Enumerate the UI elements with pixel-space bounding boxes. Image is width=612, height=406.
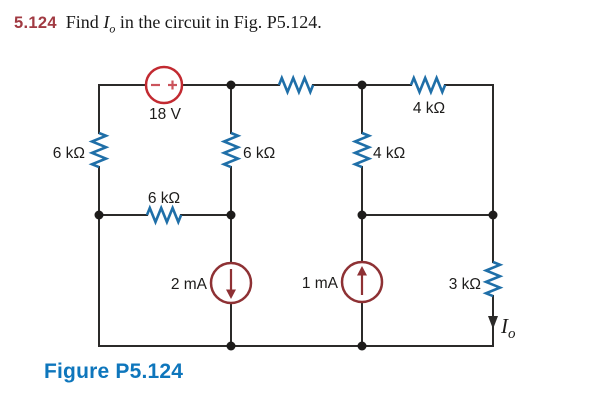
voltage-source-polarity-icon [151, 80, 177, 90]
resistor-4k-top-zigzag [409, 74, 447, 96]
figure-caption: Figure P5.124 [44, 360, 184, 383]
resistor-6k-mid-zigzag [220, 131, 242, 169]
resistor-4k-top-label: 4 kΩ [413, 100, 445, 117]
current-symbol: I [103, 12, 110, 32]
current-source-2ma [209, 261, 253, 305]
resistor-6k-left-label: 6 kΩ [53, 145, 85, 162]
resistor-3k-label: 3 kΩ [449, 276, 481, 293]
output-current-arrow-icon [488, 316, 498, 329]
current-source-1ma [340, 260, 384, 304]
resistor-4k-mid-label: 4 kΩ [373, 145, 405, 162]
output-current-label: Io [500, 314, 516, 342]
resistor-6k-horizontal-zigzag [145, 204, 183, 226]
node-dots [94, 80, 498, 351]
voltage-source-circle [144, 65, 184, 105]
resistor-4k-mid-zigzag [351, 131, 373, 169]
wires [98, 84, 494, 347]
resistor-symbols [88, 74, 504, 298]
voltage-source-18v [144, 65, 184, 105]
problem-text-before: Find [65, 12, 104, 32]
arrow-up-icon [357, 266, 367, 295]
resistor-6k-horizontal-label: 6 kΩ [148, 190, 180, 207]
resistor-top-middle-zigzag [277, 74, 315, 96]
current-source-2ma-label: 2 mA [171, 276, 208, 293]
resistor-6k-left-zigzag [88, 131, 110, 169]
resistor-3k-zigzag [482, 260, 504, 298]
arrow-down-icon [226, 269, 236, 299]
voltage-source-label: 18 V [149, 106, 182, 123]
problem-text-after: in the circuit in Fig. P5.124. [115, 12, 322, 32]
current-symbol-sub: o [109, 21, 116, 36]
resistor-6k-mid-label: 6 kΩ [243, 145, 275, 162]
current-source-1ma-label: 1 mA [302, 275, 339, 292]
problem-statement: 5.124 Find Io in the circuit in Fig. P5.1… [14, 12, 322, 37]
problem-number: 5.124 [14, 14, 57, 32]
